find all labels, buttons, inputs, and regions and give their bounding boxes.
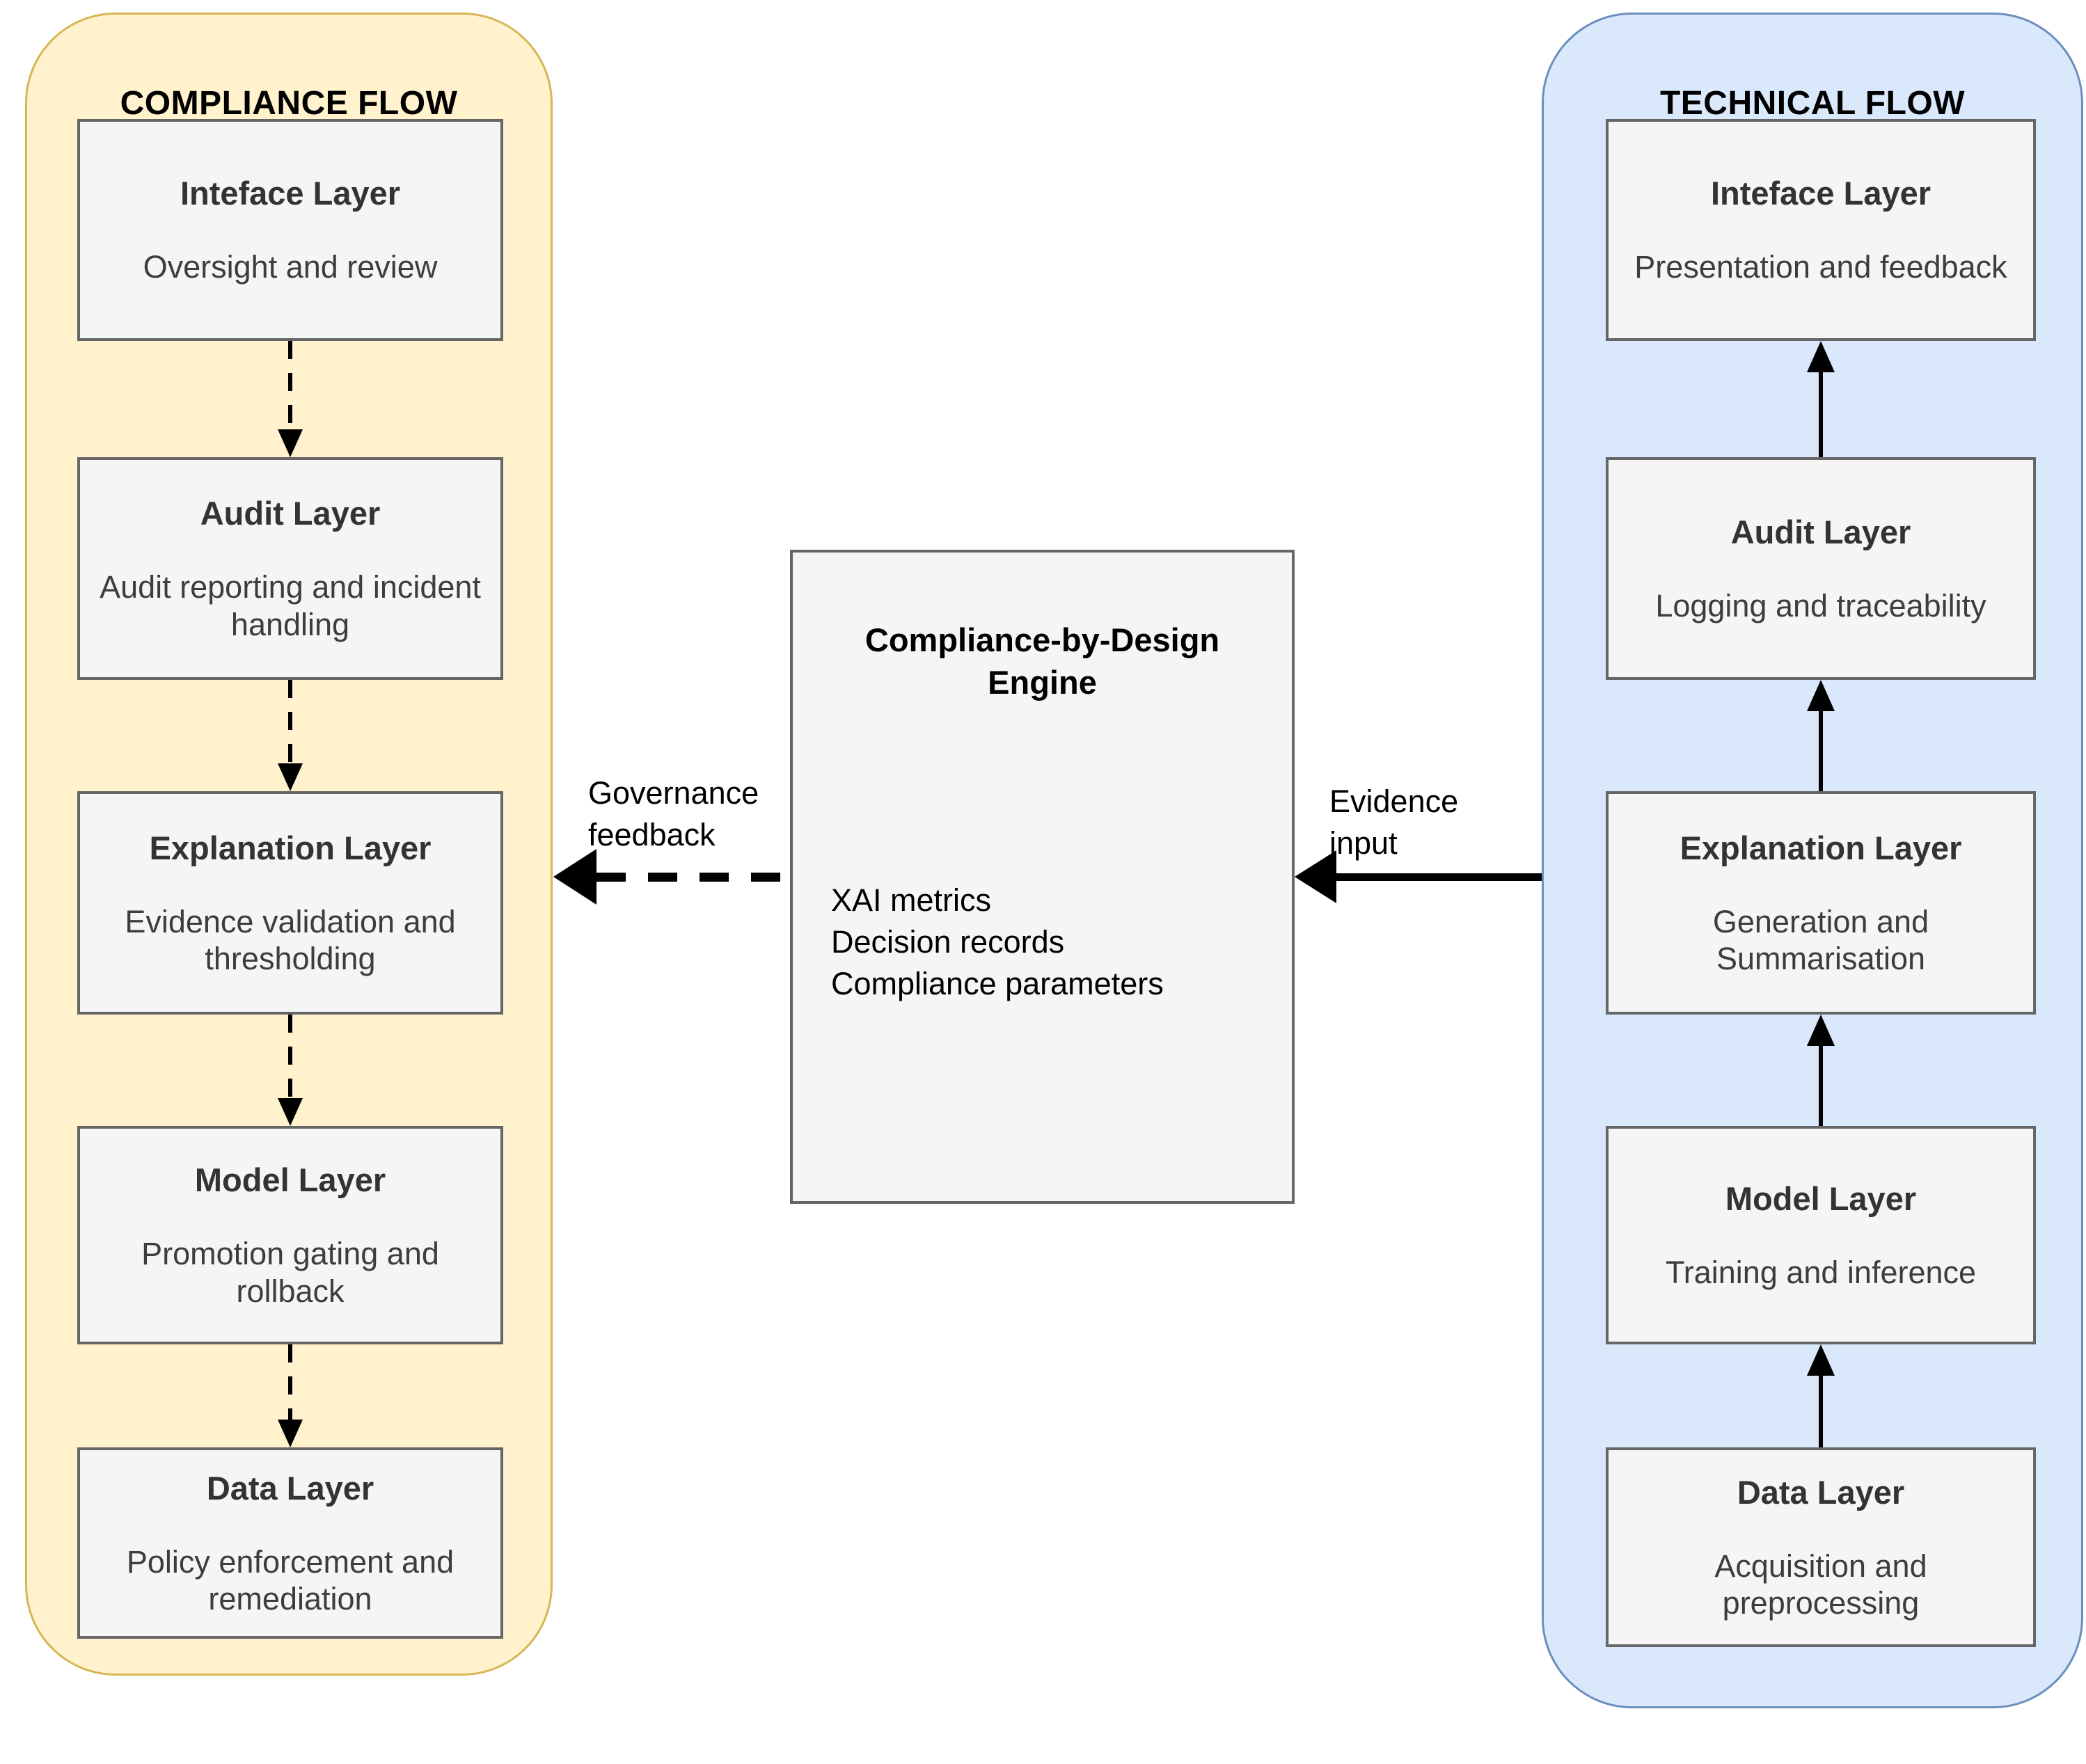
dashed-connector-line bbox=[288, 1344, 292, 1420]
dashed-connector-line bbox=[288, 1015, 292, 1098]
box-desc: Logging and traceability bbox=[1655, 587, 1986, 623]
engine-title: Compliance-by-Design Engine bbox=[864, 621, 1220, 701]
solid-connector-line bbox=[1819, 372, 1823, 457]
box-title: Data Layer bbox=[206, 1469, 374, 1507]
box-title: Explanation Layer bbox=[149, 829, 432, 866]
engine-item: Decision records bbox=[831, 924, 1065, 960]
governance-feedback-dashed-arrow bbox=[596, 873, 790, 882]
technical-model-layer-box: Model Layer Training and inference bbox=[1606, 1126, 2036, 1344]
arrowhead-down-icon bbox=[278, 1420, 303, 1447]
box-desc: Promotion gating and rollback bbox=[141, 1236, 439, 1309]
technical-explanation-layer-box: Explanation Layer Generation and Summari… bbox=[1606, 791, 2036, 1015]
technical-panel-title: TECHNICAL FLOW bbox=[1659, 84, 1966, 122]
box-desc: Generation and Summarisation bbox=[1712, 903, 1929, 976]
box-desc: Training and inference bbox=[1665, 1254, 1977, 1290]
engine-item: Compliance parameters bbox=[831, 966, 1164, 1001]
dashed-connector-line bbox=[288, 341, 292, 429]
compliance-panel-title: COMPLIANCE FLOW bbox=[120, 84, 458, 122]
box-desc: Oversight and review bbox=[143, 249, 438, 285]
arrowhead-up-icon bbox=[1807, 680, 1835, 711]
box-desc: Audit reporting and incident handling bbox=[100, 569, 481, 642]
box-title: Inteface Layer bbox=[180, 175, 401, 212]
box-title: Data Layer bbox=[1737, 1473, 1905, 1511]
box-title: Audit Layer bbox=[200, 495, 381, 532]
solid-connector-line bbox=[1819, 1046, 1823, 1126]
compliance-explanation-layer-box: Explanation Layer Evidence validation an… bbox=[77, 791, 503, 1015]
compliance-audit-layer-box: Audit Layer Audit reporting and incident… bbox=[77, 457, 503, 680]
box-title: Audit Layer bbox=[1730, 513, 1911, 550]
box-desc: Evidence validation and thresholding bbox=[125, 903, 456, 976]
compliance-data-layer-box: Data Layer Policy enforcement and remedi… bbox=[77, 1447, 503, 1639]
arrowhead-left-icon bbox=[553, 849, 596, 905]
arrowhead-up-icon bbox=[1807, 1344, 1835, 1376]
compliance-flow-panel: COMPLIANCE FLOW Inteface Layer Oversight… bbox=[25, 13, 553, 1676]
solid-connector-line bbox=[1819, 1376, 1823, 1447]
arrowhead-down-icon bbox=[278, 763, 303, 791]
arrowhead-down-icon bbox=[278, 429, 303, 457]
box-desc: Acquisition and preprocessing bbox=[1714, 1548, 1927, 1621]
evidence-input-arrow bbox=[1336, 873, 1542, 881]
dashed-connector-line bbox=[288, 680, 292, 763]
evidence-input-label: Evidence input bbox=[1329, 784, 1459, 861]
engine-item-list: XAI metrics Decision records Compliance … bbox=[831, 880, 1164, 1005]
technical-audit-layer-box: Audit Layer Logging and traceability bbox=[1606, 457, 2036, 680]
governance-feedback-label: Governance feedback bbox=[588, 775, 759, 852]
arrowhead-left-icon bbox=[1295, 850, 1336, 903]
technical-data-layer-box: Data Layer Acquisition and preprocessing bbox=[1606, 1447, 2036, 1647]
solid-connector-line bbox=[1819, 711, 1823, 791]
technical-interface-layer-box: Inteface Layer Presentation and feedback bbox=[1606, 119, 2036, 341]
box-title: Model Layer bbox=[1725, 1179, 1917, 1217]
arrowhead-up-icon bbox=[1807, 341, 1835, 372]
compliance-model-layer-box: Model Layer Promotion gating and rollbac… bbox=[77, 1126, 503, 1344]
box-title: Model Layer bbox=[194, 1161, 386, 1199]
box-title: Inteface Layer bbox=[1710, 175, 1931, 212]
compliance-by-design-engine-box: Compliance-by-Design Engine XAI metrics … bbox=[790, 550, 1295, 1204]
box-title: Explanation Layer bbox=[1680, 829, 1962, 866]
compliance-interface-layer-box: Inteface Layer Oversight and review bbox=[77, 119, 503, 341]
arrowhead-down-icon bbox=[278, 1098, 303, 1126]
box-desc: Policy enforcement and remediation bbox=[126, 1543, 455, 1616]
arrowhead-up-icon bbox=[1807, 1015, 1835, 1046]
engine-item: XAI metrics bbox=[831, 882, 992, 918]
technical-flow-panel: TECHNICAL FLOW Inteface Layer Presentati… bbox=[1542, 13, 2083, 1708]
box-desc: Presentation and feedback bbox=[1634, 249, 2007, 285]
